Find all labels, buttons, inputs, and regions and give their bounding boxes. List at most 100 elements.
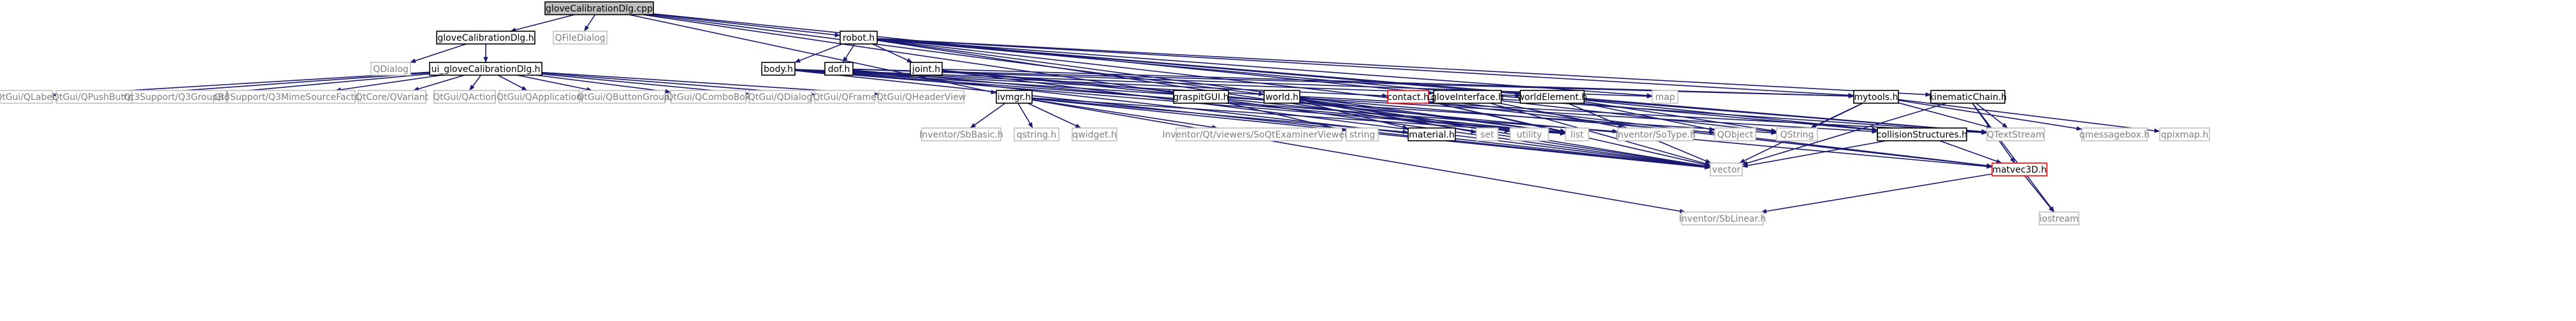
- node-root[interactable]: gloveCalibrationDlg.cpp: [544, 1, 654, 15]
- node-dof-h[interactable]: dof.h: [824, 62, 854, 76]
- node-box: [1776, 127, 1818, 141]
- node-ui-gcd-h[interactable]: ui_gloveCalibrationDlg.h: [429, 62, 542, 76]
- node-qdialog: QDialog: [370, 62, 411, 76]
- edge-joint_h-to-vector: [942, 70, 1711, 169]
- node-box: [433, 90, 496, 104]
- node-qstring: QString: [1776, 127, 1818, 141]
- edge-root-to-graspitGUI_h: [642, 14, 1174, 94]
- node-graspitgui-h[interactable]: graspitGUI.h: [1173, 90, 1229, 104]
- node-glovecalibrationdlg-h[interactable]: gloveCalibrationDlg.h: [436, 31, 535, 45]
- edge-body_h-to-vector: [794, 69, 1711, 170]
- edge-graspitGUI_h-to-string: [1228, 103, 1347, 132]
- node-ivmgr-h[interactable]: ivmgr.h: [996, 90, 1033, 104]
- node-box: [1520, 90, 1585, 104]
- edge-root-to-robot_h: [653, 13, 841, 38]
- edge-ivmgr_h-to-qwidget_h: [1028, 103, 1082, 129]
- node-box: [1408, 127, 1456, 141]
- node-box: [1714, 127, 1756, 141]
- node-set: set: [1476, 127, 1499, 141]
- node-label: set: [1480, 130, 1494, 140]
- node-box: [227, 90, 356, 104]
- node-qfiledialog: QFileDialog: [553, 31, 608, 45]
- node-material-h[interactable]: material.h: [1408, 127, 1456, 141]
- node-kinematicchain-h[interactable]: kinematicChain.h: [1929, 90, 2007, 104]
- node-qbuttongroup: QtGui/QButtonGroup: [577, 90, 670, 104]
- node-label: matvec3D.h: [1992, 165, 2046, 175]
- node-box: [1433, 90, 1502, 104]
- node-label: mytools.h: [1854, 92, 1898, 103]
- edge-joint_h-to-mytools_h: [942, 68, 1854, 99]
- node-label: ui_gloveCalibrationDlg.h: [431, 64, 540, 75]
- node-box: [1387, 90, 1429, 104]
- node-label: joint.h: [912, 64, 940, 75]
- edge-robot_h-to-joint_h: [872, 43, 913, 63]
- node-label: QtGui/QAction: [433, 92, 497, 103]
- node-label: ivmgr.h: [998, 92, 1031, 103]
- edge-ivmgr_h-to-qstring_h: [1017, 103, 1033, 129]
- node-world-h[interactable]: world.h: [1263, 90, 1300, 104]
- node-mytools-h[interactable]: mytools.h: [1853, 90, 1899, 104]
- node-label: world.h: [1265, 92, 1299, 103]
- node-box: [2159, 127, 2210, 141]
- node-box: [0, 90, 53, 104]
- node-body-h[interactable]: body.h: [761, 62, 796, 76]
- node-box: [553, 31, 608, 45]
- node-label: qmessagebox.h: [2079, 130, 2150, 140]
- edge-world_h-to-utility: [1299, 99, 1511, 133]
- node-box: [1072, 127, 1117, 141]
- node-box: [1565, 127, 1589, 141]
- node-matvec3d-h[interactable]: matvec3D.h: [1991, 162, 2048, 176]
- node-box: [824, 62, 854, 76]
- edge-ivmgr_h-to-SoQtExam: [1031, 99, 1218, 130]
- node-box: [1173, 90, 1229, 104]
- edge-robot_h-to-mytools_h: [877, 38, 1854, 98]
- node-label: kinematicChain.h: [1929, 92, 2007, 103]
- node-qlabel: QtGui/QLabel: [0, 90, 55, 104]
- node-box: [544, 1, 654, 15]
- node-worldelement-h[interactable]: worldElement.h: [1517, 90, 1587, 104]
- node-qwidget-h: qwidget.h: [1072, 127, 1117, 141]
- edge-root-to-gloveCalibrationDlg_h: [510, 14, 575, 32]
- edge-world_h-to-list: [1299, 98, 1566, 135]
- node-q3mime: Qt3Support/Q3MimeSourceFactory: [214, 90, 368, 104]
- edge-kinematicChain_h-to-QTextStream: [1976, 103, 2008, 129]
- node-qheaderview: QtGui/QHeaderView: [877, 90, 966, 104]
- node-soqtexam: Inventor/Qt/viewers/SoQtExaminerViewer.h: [1162, 127, 1356, 141]
- node-box: [1014, 127, 1059, 141]
- node-label: body.h: [764, 64, 793, 75]
- node-label: gloveCalibrationDlg.cpp: [546, 4, 653, 14]
- node-label: qpixmap.h: [2161, 130, 2208, 140]
- node-qtdialog: QtGui/QDialog: [748, 90, 812, 104]
- node-box: [370, 62, 411, 76]
- edge-robot_h-to-collisionStructures_h: [877, 38, 1878, 132]
- node-qvariant: QtCore/QVariant: [356, 90, 429, 104]
- edge-collisionStructures_h-to-vector: [1742, 140, 1887, 168]
- node-box: [2081, 127, 2148, 141]
- edge-gloveInterface_h-to-vector: [1490, 103, 1711, 166]
- node-box: [910, 62, 943, 76]
- node-label: Inventor/Qt/viewers/SoQtExaminerViewer.h: [1162, 130, 1355, 140]
- node-qaction: QtGui/QAction: [433, 90, 497, 104]
- node-qmessagebox-h: qmessagebox.h: [2079, 127, 2150, 141]
- node-label: collisionStructures.h: [1877, 130, 1967, 140]
- node-qstring-h: qstring.h: [1014, 127, 1059, 141]
- edge-matvec3D_h-to-iostream: [2024, 175, 2055, 213]
- node-label: QtGui/QFrame: [813, 92, 876, 103]
- node-collisionstructures-h[interactable]: collisionStructures.h: [1877, 127, 1967, 141]
- node-contact-h[interactable]: contact.h: [1387, 90, 1429, 104]
- edge-world_h-to-vector: [1299, 99, 1711, 169]
- node-box: [429, 62, 542, 76]
- node-label: QTextStream: [1987, 130, 2044, 140]
- node-joint-h[interactable]: joint.h: [910, 62, 943, 76]
- node-box: [1853, 90, 1899, 104]
- edge-ui_gcd_h-to-QVariant: [412, 75, 465, 91]
- node-label: map: [1655, 92, 1675, 103]
- node-robot-h[interactable]: robot.h: [840, 31, 878, 45]
- edge-kinematicChain_h-to-iostream: [1972, 103, 2055, 213]
- node-gloveinterface-h[interactable]: gloveInterface.h: [1431, 90, 1504, 104]
- node-qcombobox: QtGui/QComboBox: [666, 90, 750, 104]
- node-box: [1991, 162, 2048, 176]
- node-box: [498, 90, 580, 104]
- edge-robot_h-to-QTextStream: [877, 38, 1988, 134]
- edge-kinematicChain_h-to-vector: [1742, 103, 1947, 166]
